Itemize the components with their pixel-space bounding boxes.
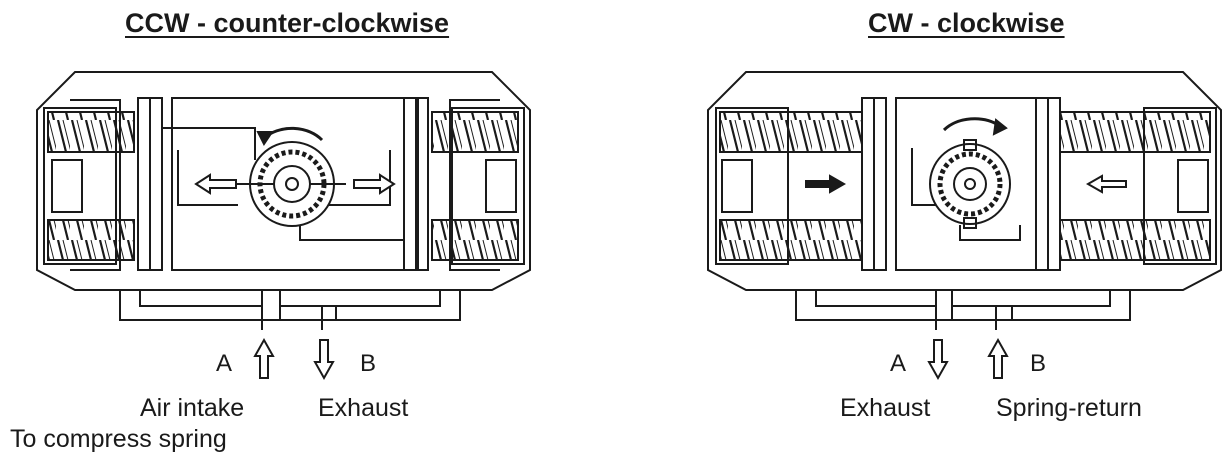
ccw-actuator (36, 71, 531, 381)
ccw-spring-right-top (431, 111, 519, 153)
cw-rotation-arrow (942, 117, 1001, 132)
ccw-port-b-label: Exhaust (318, 394, 409, 422)
cw-title: CW - clockwise (868, 8, 1065, 38)
ccw-note: To compress spring (10, 425, 227, 453)
cw-spring-right-top (1059, 111, 1211, 153)
ccw-port-b-arrow (313, 339, 335, 381)
cw-spring-left-bottom (719, 219, 863, 261)
ccw-rotation-arrow (263, 126, 324, 142)
cw-port-a-arrow (927, 339, 949, 381)
ccw-arrow-left (194, 173, 237, 195)
cw-arrow-right (1085, 174, 1127, 194)
ccw-title: CCW - counter-clockwise (125, 8, 450, 38)
ccw-port-a-label: Air intake (140, 394, 245, 422)
ccw-housing (36, 71, 531, 291)
ccw-port-a-letter: A (216, 350, 233, 377)
cw-actuator (707, 71, 1222, 381)
cw-port-a-letter: A (890, 350, 907, 377)
cw-spring-left-top (719, 111, 863, 153)
cw-housing (707, 71, 1222, 291)
cw-port-b-label: Spring-return (996, 394, 1142, 422)
cw-port-a-label: Exhaust (840, 394, 931, 422)
ccw-arrow-right (353, 173, 396, 195)
ccw-spring-left-top (47, 111, 135, 153)
cw-spring-right-bottom (1059, 219, 1211, 261)
ccw-spring-left-bottom (47, 219, 135, 261)
cw-arrow-left (805, 174, 847, 194)
ccw-port-a-arrow (253, 337, 275, 379)
ccw-port-b-letter: B (360, 350, 377, 377)
ccw-spring-right-bottom (431, 219, 519, 261)
cw-port-b-arrow (987, 337, 1009, 379)
cw-port-b-letter: B (1030, 350, 1047, 377)
